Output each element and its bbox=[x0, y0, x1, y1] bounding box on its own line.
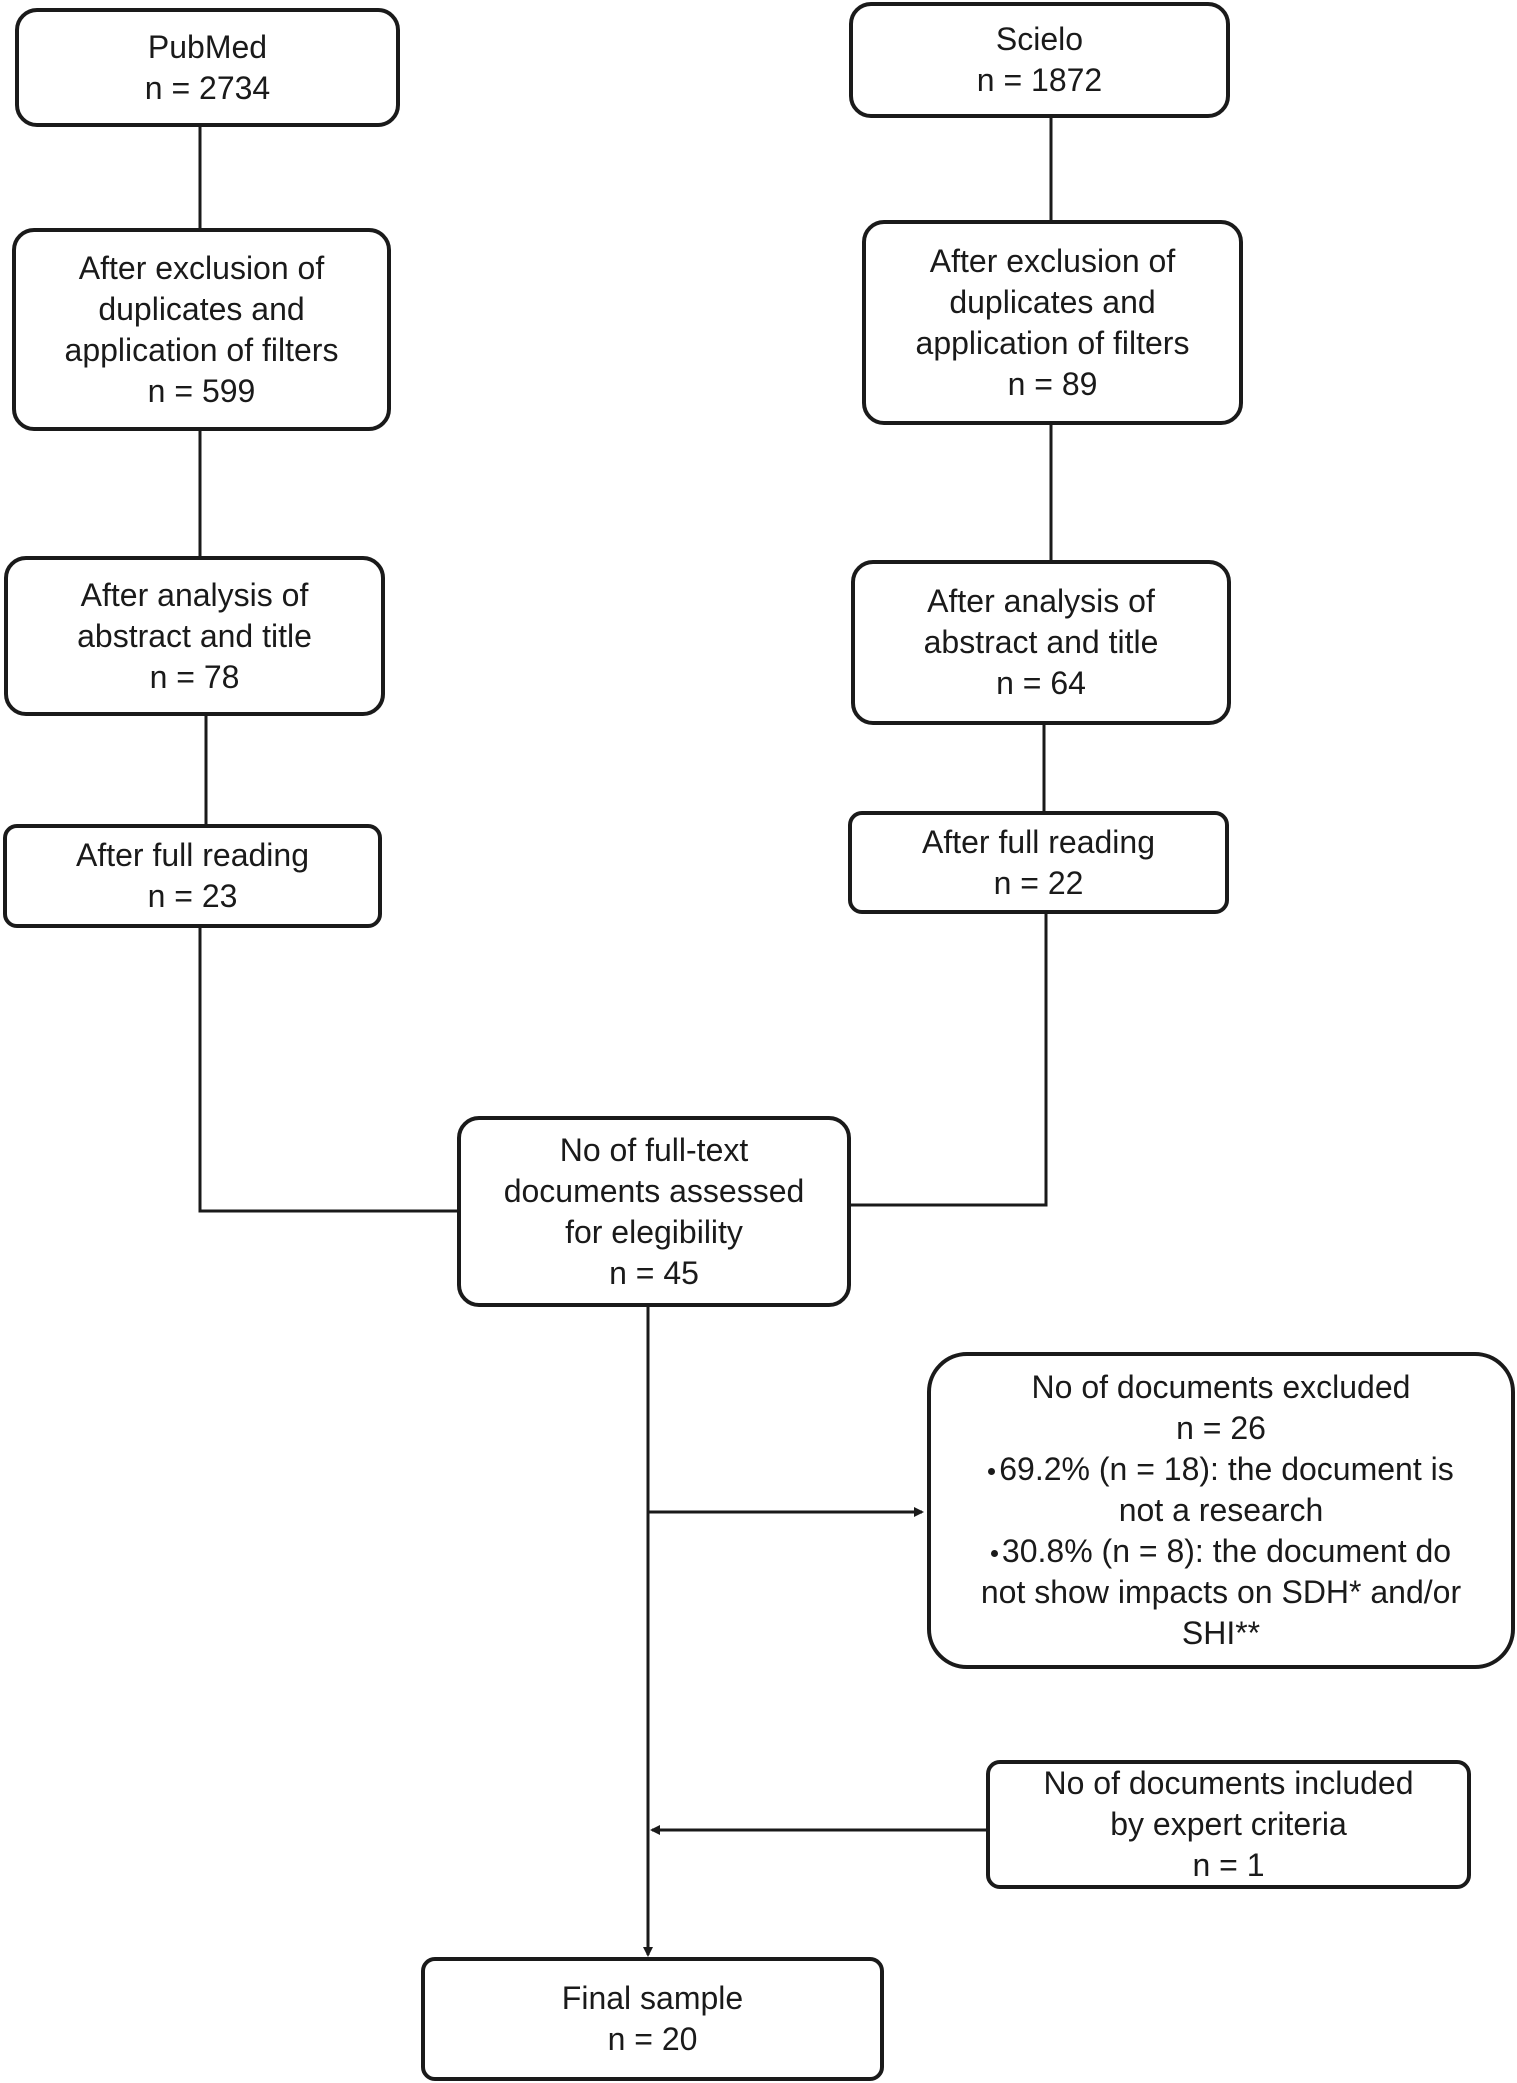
assessed-count: n = 45 bbox=[609, 1254, 699, 1291]
excluded-title: No of documents excluded bbox=[1031, 1369, 1411, 1405]
assessed-line-1: No of full-text bbox=[559, 1131, 749, 1168]
scielo-filters-line-1: After exclusion of bbox=[929, 242, 1176, 279]
excluded-count: n = 26 bbox=[1176, 1410, 1266, 1446]
bullet-icon bbox=[988, 1468, 996, 1476]
final-sample-count: n = 20 bbox=[607, 2021, 698, 2057]
expert-line-1: No of documents included bbox=[1043, 1765, 1414, 1801]
pubmed-filters-count: n = 599 bbox=[147, 372, 256, 409]
excluded-reasons-list: 69.2% (n = 18): the document is not a re… bbox=[971, 1449, 1471, 1654]
excluded-reason-2: 30.8% (n = 8): the document do not show … bbox=[971, 1531, 1471, 1654]
scielo-source-box: Scielo n = 1872 bbox=[849, 2, 1230, 118]
final-sample-box: Final sample n = 20 bbox=[421, 1957, 884, 2081]
connector-scielo-reading-to-assessed bbox=[849, 912, 1048, 1207]
assessed-box: No of full-text documents assessed for e… bbox=[457, 1116, 851, 1307]
pubmed-source-count: n = 2734 bbox=[144, 69, 271, 106]
scielo-full-reading-box: After full reading n = 22 bbox=[848, 811, 1229, 914]
scielo-filters-box: After exclusion of duplicates and applic… bbox=[862, 220, 1243, 425]
pubmed-abstract-box: After analysis of abstract and title n =… bbox=[4, 556, 385, 716]
pubmed-filters-line-1: After exclusion of bbox=[78, 249, 325, 286]
scielo-full-reading-label: After full reading bbox=[921, 823, 1155, 860]
pubmed-filters-line-3: application of filters bbox=[64, 331, 339, 368]
pubmed-abstract-count: n = 78 bbox=[149, 658, 240, 695]
pubmed-full-reading-count: n = 23 bbox=[147, 878, 238, 914]
expert-count: n = 1 bbox=[1192, 1847, 1265, 1883]
scielo-source-name: Scielo bbox=[995, 21, 1084, 57]
scielo-source-count: n = 1872 bbox=[976, 62, 1103, 98]
final-sample-label: Final sample bbox=[561, 1980, 744, 2016]
scielo-abstract-box: After analysis of abstract and title n =… bbox=[851, 560, 1231, 725]
pubmed-abstract-line-2: abstract and title bbox=[77, 617, 312, 654]
expert-line-2: by expert criteria bbox=[1110, 1806, 1347, 1842]
scielo-abstract-count: n = 64 bbox=[996, 665, 1086, 701]
scielo-full-reading-count: n = 22 bbox=[993, 864, 1084, 901]
pubmed-abstract-line-1: After analysis of bbox=[80, 576, 309, 613]
pubmed-source-box: PubMed n = 2734 bbox=[15, 8, 400, 127]
pubmed-filters-box: After exclusion of duplicates and applic… bbox=[12, 228, 391, 431]
scielo-filters-count: n = 89 bbox=[1007, 365, 1098, 402]
scielo-abstract-line-1: After analysis of bbox=[927, 583, 1155, 619]
pubmed-full-reading-label: After full reading bbox=[75, 837, 309, 873]
scielo-abstract-line-2: abstract and title bbox=[923, 624, 1159, 660]
excluded-box: No of documents excluded n = 26 69.2% (n… bbox=[927, 1352, 1515, 1669]
bullet-icon bbox=[990, 1550, 998, 1558]
excluded-reason-1: 69.2% (n = 18): the document is not a re… bbox=[971, 1449, 1471, 1531]
assessed-line-2: documents assessed bbox=[503, 1172, 805, 1209]
scielo-filters-line-2: duplicates and bbox=[949, 283, 1156, 320]
expert-box: No of documents included by expert crite… bbox=[986, 1760, 1471, 1889]
assessed-line-3: for elegibility bbox=[565, 1213, 743, 1250]
excluded-reason-1-text: 69.2% (n = 18): the document is not a re… bbox=[999, 1451, 1454, 1528]
pubmed-source-name: PubMed bbox=[147, 28, 268, 65]
excluded-reason-2-text: 30.8% (n = 8): the document do not show … bbox=[980, 1533, 1462, 1651]
scielo-filters-line-3: application of filters bbox=[915, 324, 1190, 361]
pubmed-filters-line-2: duplicates and bbox=[98, 290, 305, 327]
pubmed-full-reading-box: After full reading n = 23 bbox=[3, 824, 382, 928]
connector-pubmed-reading-to-assessed bbox=[198, 926, 459, 1213]
